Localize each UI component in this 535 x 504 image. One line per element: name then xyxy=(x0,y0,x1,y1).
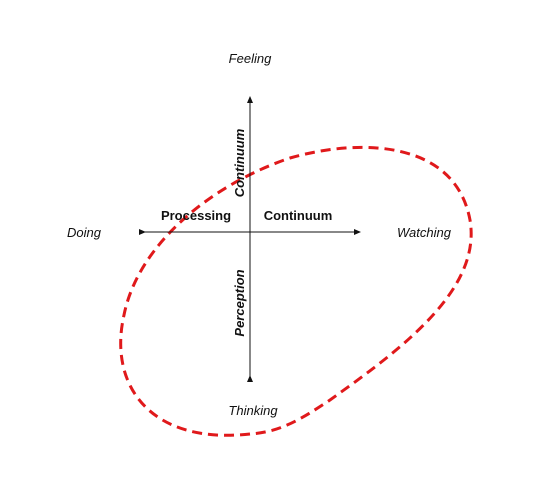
pole-bottom-thinking: Thinking xyxy=(228,403,278,418)
pole-right-watching: Watching xyxy=(397,225,452,240)
pole-left-doing: Doing xyxy=(67,225,102,240)
pole-top-feeling: Feeling xyxy=(229,51,272,66)
horizontal-axis-label-continuum: Continuum xyxy=(264,208,333,223)
horizontal-axis-label-processing: Processing xyxy=(161,208,231,223)
highlight-loop xyxy=(119,145,473,437)
vertical-axis-label-continuum: Continuum xyxy=(232,128,247,197)
vertical-axis-label-perception: Perception xyxy=(232,269,247,336)
